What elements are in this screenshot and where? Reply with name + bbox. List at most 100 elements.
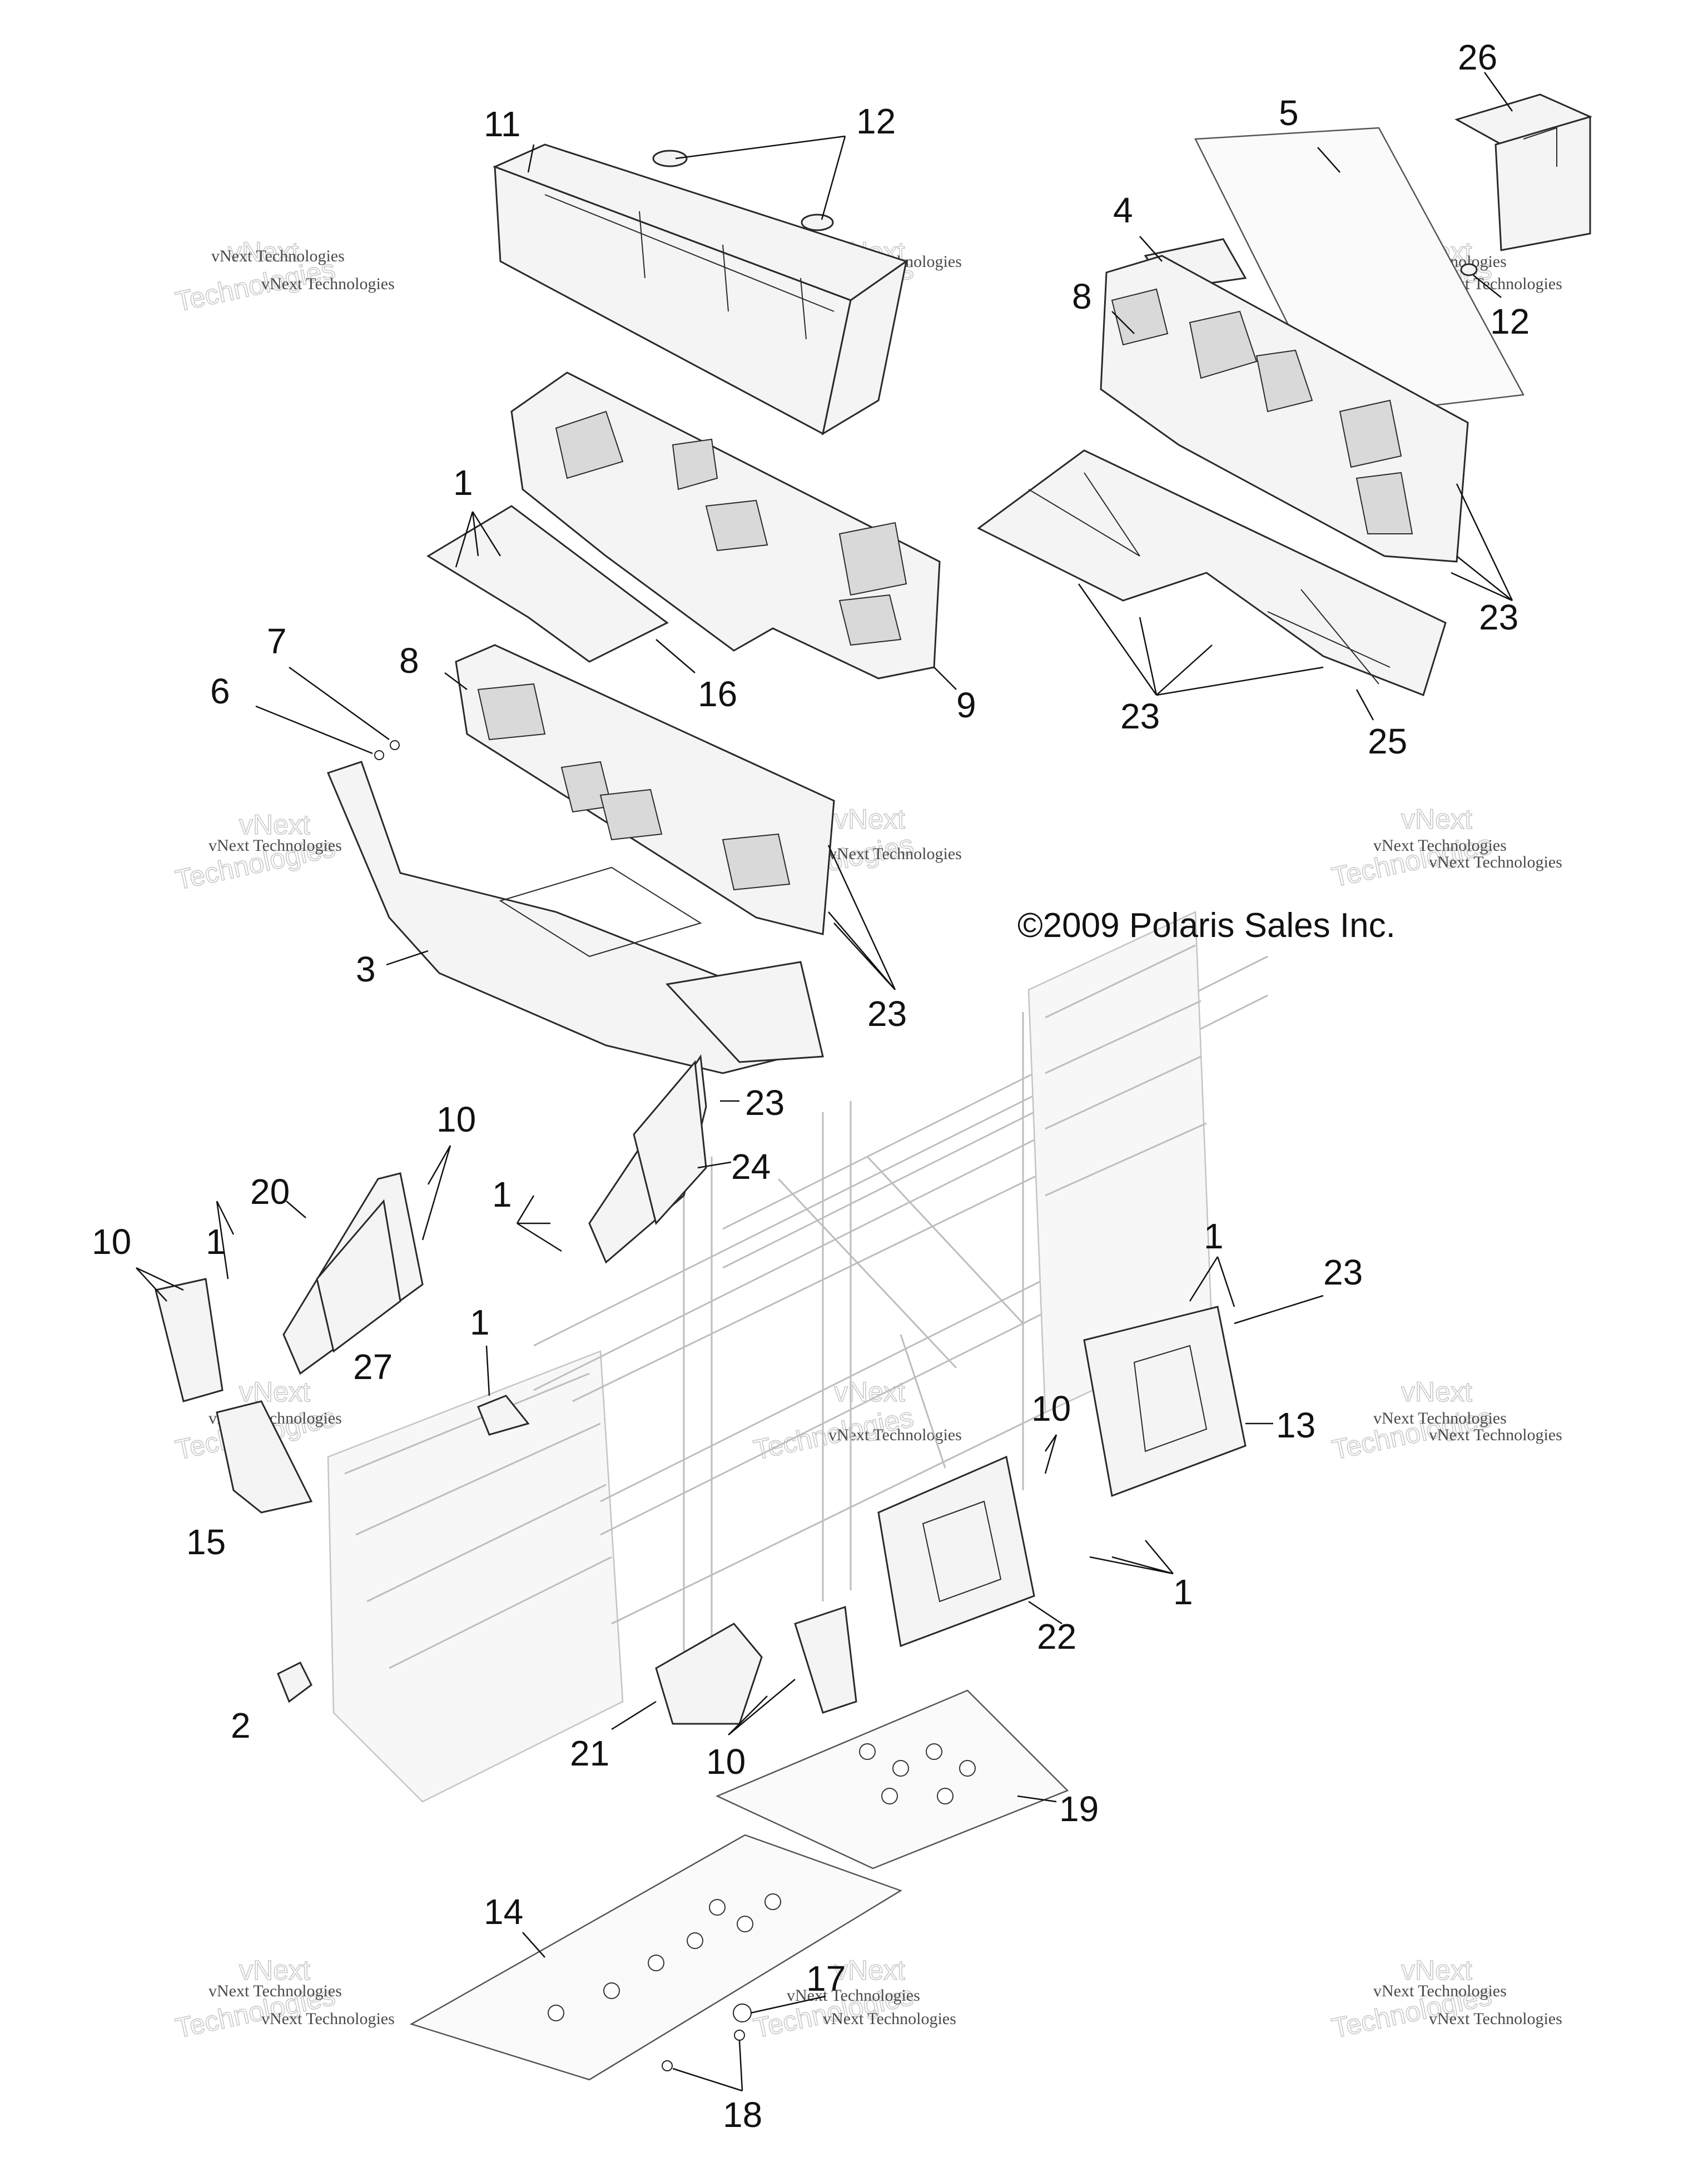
leader-21 [611, 1700, 657, 1730]
leader-23 [1451, 483, 1513, 602]
dash-window [477, 683, 546, 741]
floor-plate-hole [709, 1899, 726, 1916]
watermark-text: vNext Technologies [787, 1986, 920, 2005]
leader-20 [286, 1201, 306, 1218]
callout-labels: 26 5 11 12 4 8 12 1 23 16 9 7 6 8 23 25 … [92, 37, 1530, 2135]
part-12-cap [652, 150, 688, 167]
seat-base-recess [922, 1500, 1002, 1603]
frame-rear-rails [1045, 944, 1207, 1197]
part-20-seat-base [282, 1172, 424, 1375]
leader-23 [1234, 1295, 1324, 1325]
leader-1 [485, 1345, 490, 1396]
dash-window [838, 594, 902, 646]
part-3-center-console [326, 761, 824, 1074]
callout-23: 23 [745, 1083, 785, 1123]
watermark-text: vNext Technologies [1429, 2010, 1562, 2028]
callout-18: 18 [723, 2095, 762, 2135]
watermark-text: vNext Technologies [823, 2010, 956, 2028]
callout-17: 17 [806, 1958, 846, 1999]
leader-1 [455, 511, 502, 568]
leader-23 [1078, 583, 1324, 696]
watermark-bottom-right: vNext Technologies vNext Technologies vN… [1329, 1954, 1562, 2044]
leader-1 [1089, 1540, 1174, 1575]
watermark-text: vNext [1401, 804, 1472, 835]
part-13-seat-base [1083, 1306, 1247, 1497]
frame-cross-braces [777, 1156, 1024, 1469]
part-25-floor-tray [977, 449, 1447, 696]
callout-14: 14 [484, 1892, 523, 1932]
callout-13: 13 [1276, 1405, 1315, 1445]
leader-4 [1139, 236, 1163, 262]
watermark-mid-right: vNext Technologies vNext Technologies vN… [1329, 803, 1562, 893]
leader-1 [216, 1201, 235, 1280]
callout-20: 20 [250, 1172, 290, 1212]
callout-1: 1 [1173, 1572, 1193, 1612]
leader-6 [255, 705, 373, 755]
watermark-text: vNext [834, 1955, 905, 1986]
leader-1 [516, 1195, 562, 1252]
floor-plate-hole [926, 1743, 942, 1760]
part-10-bracket [155, 1278, 224, 1402]
floor-tray-crossbars [1028, 472, 1391, 685]
tub-dividers [544, 194, 835, 340]
part-8-dash-panel-lower [455, 644, 835, 935]
watermark-text: vNext Technologies [828, 1426, 962, 1444]
part-18-screw [662, 2060, 673, 2071]
callout-1: 1 [1204, 1216, 1224, 1256]
watermark-bottom-center: vNext Technologies vNext Technologies vN… [751, 1954, 956, 2044]
part-12-cap [1460, 263, 1478, 276]
watermark-mid-left: vNext Technologies vNext Technologies [172, 809, 342, 896]
watermark-bottom-left: vNext Technologies vNext Technologies vN… [172, 1954, 395, 2044]
callout-11: 11 [484, 104, 520, 144]
floor-plate-hole [548, 2005, 564, 2021]
part-7-nut [390, 740, 400, 750]
callout-22: 22 [1037, 1616, 1076, 1657]
floor-plate-hole [737, 1916, 753, 1932]
part-21-bracket [655, 1623, 763, 1725]
floor-plate-hole [687, 1932, 703, 1949]
watermark-text: vNext Technologies [208, 1982, 342, 2000]
leader-24 [697, 1161, 732, 1169]
callout-25: 25 [1368, 721, 1407, 761]
seat-base-recess [1133, 1345, 1208, 1452]
leader-12 [1473, 275, 1502, 298]
part-2-clip [277, 1661, 312, 1703]
part-18-screw [734, 2030, 745, 2041]
watermark-text: vNext Technologies [208, 836, 342, 855]
leader-17 [750, 1995, 826, 2014]
frame-front-section [327, 1350, 624, 1803]
seat-base-panel [633, 1060, 707, 1226]
leader-1 [1189, 1256, 1235, 1307]
dash-window [1339, 399, 1402, 468]
leader-5 [1317, 147, 1340, 173]
part-16-cover [426, 505, 669, 663]
part-6-rivet [374, 750, 384, 760]
floor-plate-hole [764, 1893, 781, 1910]
watermark-text: vNext [239, 1376, 310, 1407]
leader-9 [934, 667, 957, 690]
leader-25 [1356, 689, 1374, 721]
leader-10 [421, 1145, 451, 1241]
dash-window [1356, 472, 1413, 534]
part-15-bracket [216, 1400, 313, 1514]
watermark-text: vNext Technologies [1429, 853, 1562, 871]
part-14-floor-plate [409, 1834, 902, 2081]
watermark-text: vNext Technologies [1373, 1409, 1507, 1427]
leader-23 [827, 845, 896, 990]
copyright-notice: ©2009 Polaris Sales Inc. [1017, 906, 1396, 945]
callout-10: 10 [436, 1099, 476, 1139]
part-8-dash-panel-upper [1100, 255, 1469, 563]
callout-1: 1 [453, 463, 473, 503]
cup-holder-body [1494, 115, 1591, 251]
dash-window [705, 499, 768, 552]
callout-21: 21 [570, 1733, 609, 1773]
callout-4: 4 [1113, 190, 1133, 230]
floor-plate-hole [881, 1788, 898, 1804]
leader-8 [444, 672, 468, 690]
watermark-text: vNext Technologies [261, 275, 395, 293]
leader-10 [136, 1267, 184, 1302]
callout-9: 9 [956, 685, 976, 725]
part-11-storage-tub [493, 143, 908, 436]
callout-10: 10 [706, 1742, 746, 1782]
callout-15: 15 [186, 1522, 226, 1562]
